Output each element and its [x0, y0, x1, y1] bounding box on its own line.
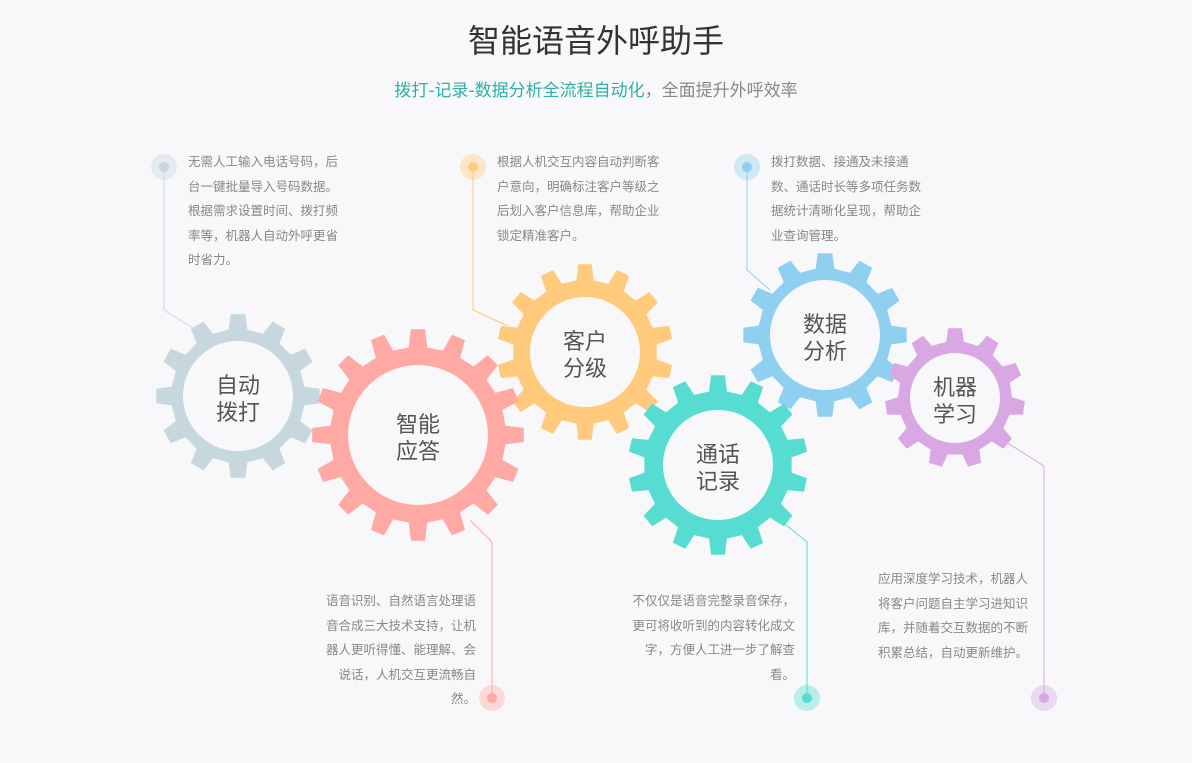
leader-line-data-analysis: [746, 167, 771, 291]
gear-label-data-analysis: 分析: [803, 340, 847, 365]
gear-hub: [770, 280, 880, 390]
desc-machine-learning: 应用深度学习技术，机器人将客户问题自主学习进知识库，并随着交互数据的不断积累总结…: [877, 571, 1028, 660]
gear-label-call-record: 记录: [696, 470, 740, 495]
desc-data-analysis: 拨打数据、接通及未接通数、通话时长等多项任务数据统计清晰化呈现，帮助企业查询管理…: [771, 154, 922, 243]
gear-label-data-analysis: 数据: [803, 313, 847, 338]
dot-call-record: [802, 693, 812, 703]
gear-label-customer-grading: 客户: [563, 330, 607, 355]
gear-hub: [910, 353, 1000, 443]
leader-line-auto-dial: [163, 167, 197, 331]
page-subtitle: 拨打-记录-数据分析全流程自动化，全面提升外呼效率: [0, 76, 1192, 101]
gear-label-auto-dial: 拨打: [216, 401, 260, 426]
gear-label-smart-answer: 智能: [396, 413, 440, 438]
gear-label-call-record: 通话: [696, 443, 740, 468]
subtitle-rest: ，全面提升外呼效率: [644, 81, 798, 101]
gear-data-analysis: 数据分析: [743, 253, 907, 417]
leader-line-call-record: [779, 519, 808, 698]
gear-label-auto-dial: 自动: [216, 374, 260, 399]
gear-hub: [183, 341, 293, 451]
desc-smart-answer: 语音识别、自然语言处理语音合成三大技术支持，让机器人更听得懂、能理解、会说话，人…: [325, 593, 476, 706]
subtitle-highlight: 拨打-记录-数据分析全流程自动化: [394, 81, 645, 101]
gear-hub: [530, 297, 640, 407]
dot-customer-grading: [468, 162, 478, 172]
dot-data-analysis: [742, 162, 752, 172]
gear-label-machine-learning: 机器: [933, 376, 977, 401]
gear-label-smart-answer: 应答: [396, 440, 440, 465]
leader-line-smart-answer: [469, 519, 493, 698]
desc-auto-dial: 无需人工输入电话号码，后台一键批量导入号码数据。根据需求设置时间、拨打频率等，机…: [188, 154, 339, 267]
gear-hub: [348, 365, 488, 505]
leader-line-customer-grading: [472, 167, 509, 327]
gear-label-customer-grading: 分级: [563, 357, 607, 382]
gear-hub: [663, 410, 773, 520]
leader-line-machine-learning: [1002, 439, 1045, 698]
page-title: 智能语音外呼助手: [467, 22, 724, 60]
dot-machine-learning: [1039, 693, 1049, 703]
dot-smart-answer: [487, 693, 497, 703]
desc-customer-grading: 根据人机交互内容自动判断客户意向，明确标注客户等级之后划入客户信息库，帮助企业锁…: [497, 154, 660, 243]
dot-auto-dial: [159, 162, 169, 172]
gear-label-machine-learning: 学习: [933, 403, 977, 428]
desc-call-record: 不仅仅是语音完整录音保存，更可将收听到的内容转化成文字，方便人工进一步了解查看。: [632, 593, 795, 682]
